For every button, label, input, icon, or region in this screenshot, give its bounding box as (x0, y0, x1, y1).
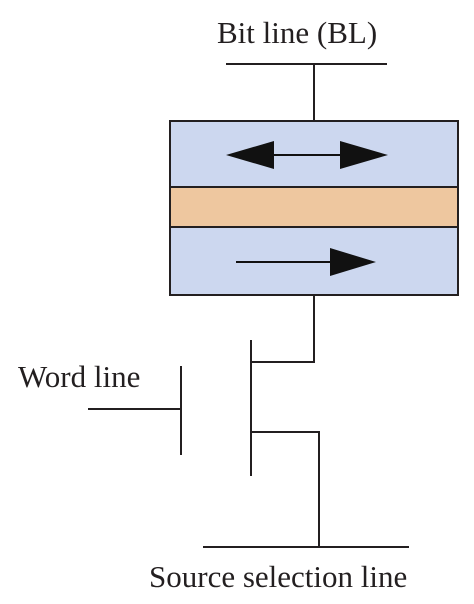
right-arrow-icon (236, 248, 376, 276)
source-selection-line-label: Source selection line (149, 559, 408, 594)
word-line-label: Word line (18, 359, 141, 394)
mtj-to-drain-wire (251, 295, 315, 363)
tunnel-barrier-layer (169, 186, 459, 228)
bit-line-label: Bit line (BL) (217, 15, 378, 50)
bidirectional-arrow-icon (226, 141, 388, 169)
mtj-stack (169, 120, 459, 296)
source-wire (251, 431, 320, 547)
